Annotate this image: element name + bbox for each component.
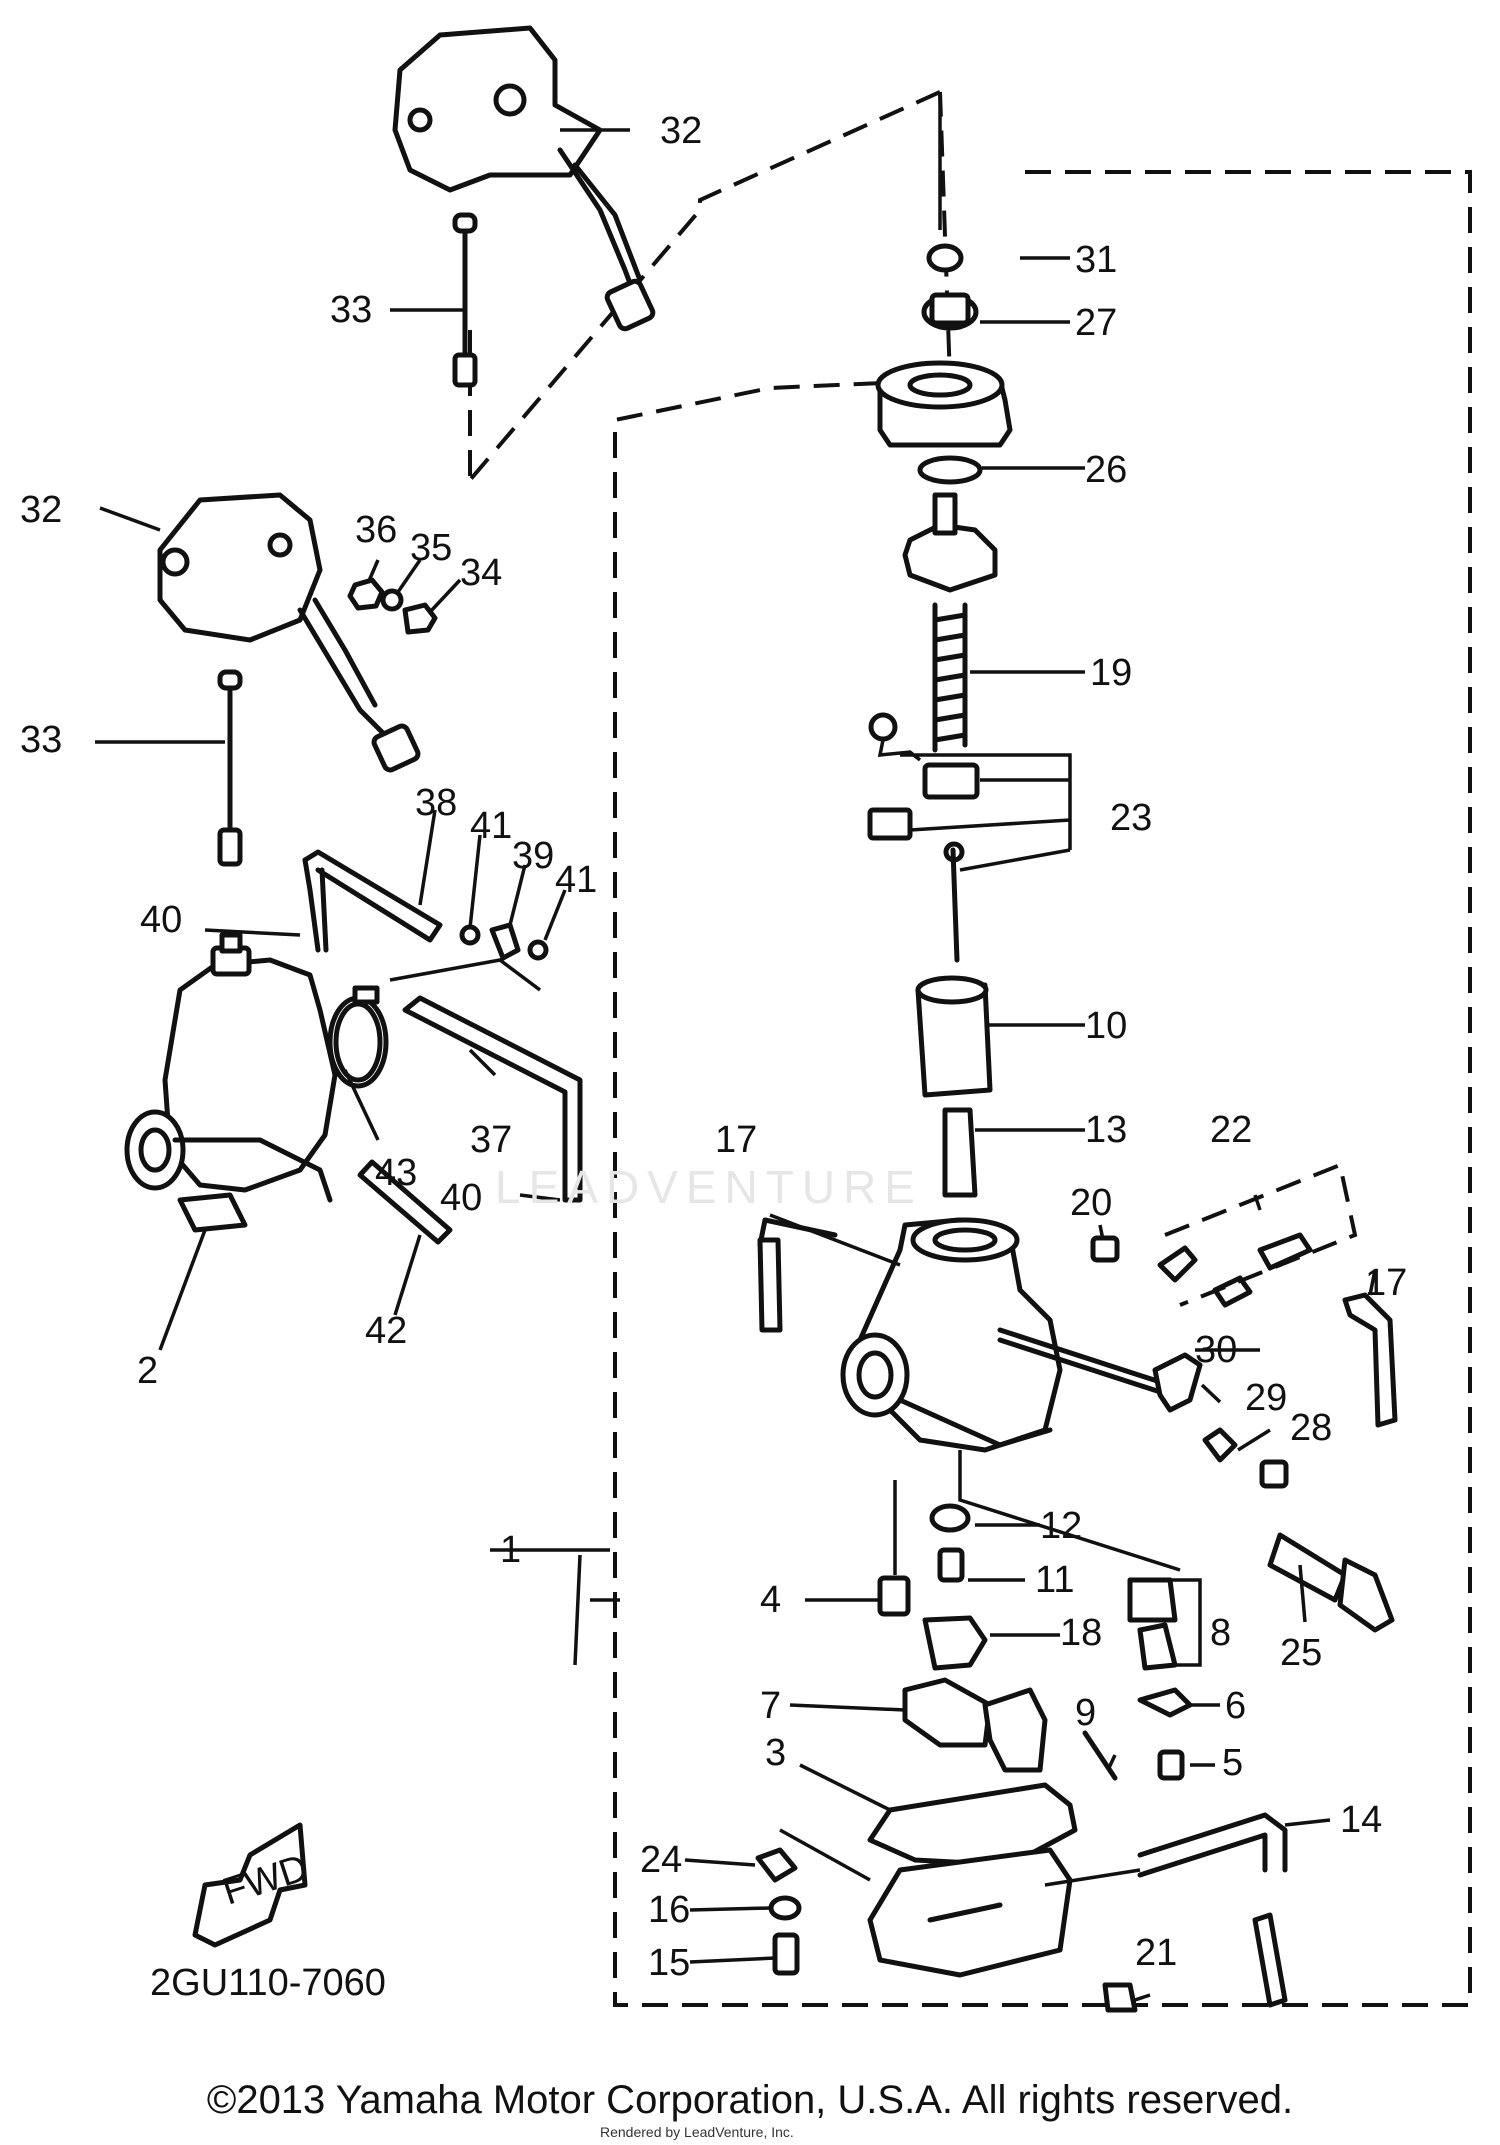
callout-1: 1 — [500, 1529, 521, 1571]
callout-36: 36 — [355, 509, 397, 551]
callout-35: 35 — [410, 527, 452, 569]
copyright-notice: ©2013 Yamaha Motor Corporation, U.S.A. A… — [206, 2078, 1294, 2122]
carburetor-right — [757, 1162, 1398, 1633]
jets-and-float — [755, 1480, 1288, 2013]
callout-29: 29 — [1245, 1377, 1287, 1419]
callout-15: 15 — [648, 1942, 690, 1984]
callout-21: 21 — [1135, 1932, 1177, 1974]
callout-10: 10 — [1085, 1005, 1127, 1047]
callout-2: 2 — [137, 1350, 158, 1392]
callout-24: 24 — [640, 1839, 682, 1881]
callout-34: 34 — [460, 552, 502, 594]
callout-25: 25 — [1280, 1632, 1322, 1674]
callout-23: 23 — [1110, 797, 1152, 839]
callout-33-top: 33 — [330, 289, 372, 331]
watermark: LEADVENTURE — [495, 1161, 923, 1213]
catalog-code: 2GU110-7060 — [150, 1962, 386, 2004]
slide-stack — [867, 92, 1072, 1198]
callout-39: 39 — [512, 835, 554, 877]
callout-4: 4 — [760, 1579, 781, 1621]
callout-16: 16 — [648, 1889, 690, 1931]
fwd-arrow: FWD — [192, 1822, 313, 1948]
callout-32-middle: 32 — [20, 489, 62, 531]
callout-19: 19 — [1090, 652, 1132, 694]
callout-8: 8 — [1210, 1612, 1231, 1654]
hoses-left — [302, 849, 583, 1245]
callout-18: 18 — [1060, 1612, 1102, 1654]
rendered-by-note: Rendered by LeadVenture, Inc. — [600, 2124, 794, 2140]
callout-30: 30 — [1195, 1329, 1237, 1371]
throttle-housing-middle — [157, 492, 421, 773]
callout-40-bottom: 40 — [440, 1177, 482, 1219]
callout-42: 42 — [365, 1310, 407, 1352]
throttle-cable-middle — [217, 669, 243, 867]
callout-41-right: 41 — [555, 859, 597, 901]
callout-37: 37 — [470, 1119, 512, 1161]
callout-numbers: 32 33 31 27 26 32 36 35 34 33 19 23 38 4… — [20, 110, 1407, 2004]
callout-26: 26 — [1085, 449, 1127, 491]
callout-6: 6 — [1225, 1685, 1246, 1727]
callout-28: 28 — [1290, 1407, 1332, 1449]
callout-13: 13 — [1085, 1109, 1127, 1151]
callout-3: 3 — [765, 1732, 786, 1774]
carburetor-left — [124, 932, 338, 1351]
callout-27: 27 — [1075, 302, 1117, 344]
throttle-housing-top — [392, 25, 656, 332]
callout-22: 22 — [1210, 1109, 1252, 1151]
callout-20: 20 — [1070, 1182, 1112, 1224]
callout-38: 38 — [415, 782, 457, 824]
callout-9: 9 — [1075, 1692, 1096, 1734]
small-fasteners-34-36 — [347, 577, 438, 635]
callout-43: 43 — [375, 1152, 417, 1194]
leader-lines — [95, 128, 1377, 2002]
callout-32-top: 32 — [660, 110, 702, 152]
callout-31: 31 — [1075, 239, 1117, 281]
callout-12: 12 — [1040, 1505, 1082, 1547]
callout-41-left: 41 — [470, 805, 512, 847]
callout-40-top: 40 — [140, 899, 182, 941]
callout-11: 11 — [1035, 1559, 1074, 1601]
throttle-cable-top — [452, 212, 478, 388]
callout-5: 5 — [1222, 1742, 1243, 1784]
callout-17-right: 17 — [1365, 1262, 1407, 1304]
callout-17-left: 17 — [715, 1119, 757, 1161]
callout-7: 7 — [760, 1685, 781, 1727]
callout-33-middle: 33 — [20, 719, 62, 761]
callout-14: 14 — [1340, 1799, 1382, 1841]
